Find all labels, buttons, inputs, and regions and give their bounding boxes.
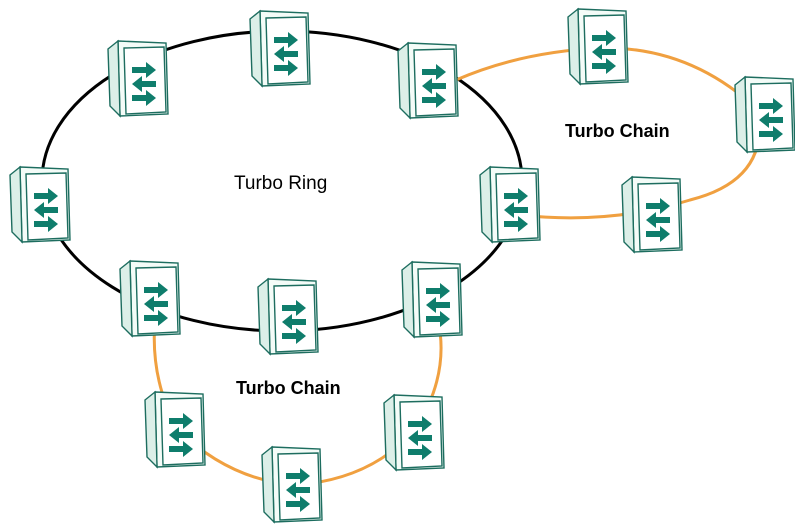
ring-switch-2 xyxy=(249,10,311,87)
network-switch-icon xyxy=(479,166,541,243)
ring-switch-4 xyxy=(479,166,541,243)
ring-switch-6 xyxy=(257,278,319,355)
chain-right-switch-2 xyxy=(734,76,795,153)
ring-switch-3 xyxy=(397,42,459,119)
ring-switch-7 xyxy=(119,260,181,337)
network-switch-icon xyxy=(397,42,459,119)
chain-right-switch-3 xyxy=(621,176,683,253)
turbo-ring-label: Turbo Ring xyxy=(234,173,327,194)
chain-bottom-switch-1 xyxy=(144,391,206,468)
network-switch-icon xyxy=(249,10,311,87)
network-switch-icon xyxy=(383,394,445,471)
network-switch-icon xyxy=(401,261,463,338)
network-switch-icon xyxy=(261,446,323,523)
network-switch-icon xyxy=(567,8,629,85)
turbo-chain-bottom-label: Turbo Chain xyxy=(236,378,341,398)
turbo-chain-right-label: Turbo Chain xyxy=(565,121,670,141)
ring-switch-5 xyxy=(401,261,463,338)
ring-switch-1 xyxy=(107,40,169,117)
ring-switch-8 xyxy=(9,166,71,243)
network-switch-icon xyxy=(119,260,181,337)
network-switch-icon xyxy=(144,391,206,468)
chain-bottom-switch-3 xyxy=(383,394,445,471)
network-switch-icon xyxy=(621,176,683,253)
chain-right-switch-1 xyxy=(567,8,629,85)
network-switch-icon xyxy=(257,278,319,355)
chain-bottom-switch-2 xyxy=(261,446,323,523)
network-switch-icon xyxy=(9,166,71,243)
network-switch-icon xyxy=(107,40,169,117)
network-switch-icon xyxy=(734,76,795,153)
